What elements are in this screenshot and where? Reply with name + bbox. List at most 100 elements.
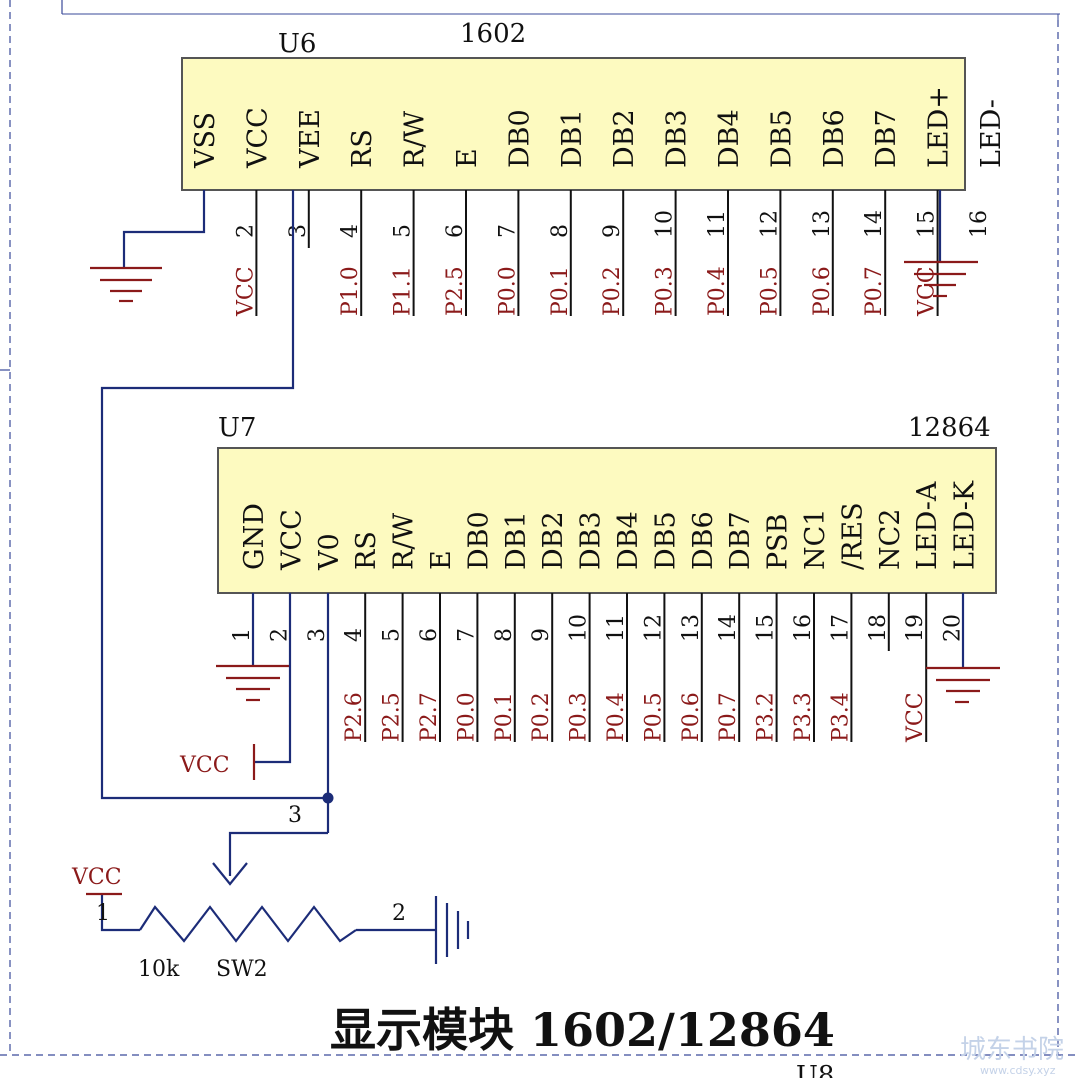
lcd1602-net-e: P2.5 — [443, 266, 468, 316]
svg-text:城东书院: 城东书院 — [960, 1035, 1064, 1065]
lcd12864-net-led-a: VCC — [903, 692, 928, 743]
lcd12864-pin-name-led-a: LED-A — [912, 481, 943, 570]
lcd1602-net-r-w: P1.1 — [391, 266, 416, 316]
lcd12864-pin-name-rs: RS — [351, 531, 382, 570]
lcd1602-pin-number-vcc: 2 — [233, 224, 258, 238]
lcd1602-net-db6: P0.6 — [810, 266, 835, 316]
pot-pin-1: 1 — [96, 901, 110, 926]
lcd1602-pin-name-e: E — [452, 148, 483, 168]
lcd1602-pin-number-led: 15 — [915, 210, 940, 238]
lcd12864-net-db1: P0.1 — [492, 692, 517, 742]
lcd1602-net-rs: P1.0 — [338, 266, 363, 316]
lcd12864-pin-name-vcc: VCC — [276, 509, 307, 571]
lcd12864-net-res: P3.4 — [828, 692, 853, 742]
lcd1602-led-ground — [904, 190, 978, 298]
lcd12864-pin-number-r-w: 5 — [380, 628, 405, 642]
lcd1602-pin-name-db4: DB4 — [714, 109, 745, 168]
lcd1602-pin-number-db5: 12 — [757, 210, 782, 238]
lcd12864-designator: U7 — [218, 413, 256, 443]
lcd1602-pin-number-led: 16 — [967, 210, 992, 238]
lcd12864-pin-number-db5: 12 — [641, 614, 666, 642]
svg-text:www.cdsy.xyz: www.cdsy.xyz — [980, 1064, 1056, 1077]
lcd1602-pin-number-db0: 7 — [495, 224, 520, 238]
vcc-label-u7: VCC — [179, 753, 230, 778]
lcd1602-pin-number-db4: 11 — [705, 210, 730, 238]
lcd12864-body — [217, 447, 997, 594]
diagram-caption: 显示模块 1602/12864 — [330, 1003, 835, 1057]
lcd1602-pin-number-r-w: 5 — [391, 224, 416, 238]
lcd12864-module: U7 12864 GND1VCC2V03RS4P2.6R/W5P2.5E6P2.… — [217, 413, 997, 743]
lcd12864-pin-name-db3: DB3 — [576, 511, 607, 570]
lcd12864-pin-number-vcc: 2 — [267, 628, 292, 642]
lcd12864-net-db4: P0.4 — [604, 692, 629, 742]
lcd1602-net-db4: P0.4 — [705, 266, 730, 316]
lcd12864-pin-number-led-a: 19 — [903, 614, 928, 642]
lcd1602-net-db1: P0.1 — [548, 266, 573, 316]
lcd12864-pin-name-e: E — [426, 550, 457, 570]
lcd12864-pin-name-db6: DB6 — [688, 511, 719, 570]
lcd1602-net-db3: P0.3 — [653, 266, 678, 316]
sheet-frame — [0, 0, 1080, 1056]
lcd12864-vcc-supply: VCC — [179, 593, 292, 780]
lcd12864-pin-name-db7: DB7 — [725, 511, 756, 570]
lcd12864-pin-name-db4: DB4 — [613, 511, 644, 570]
pot-pin-2: 2 — [392, 901, 406, 926]
lcd12864-pin-number-db6: 13 — [679, 614, 704, 642]
lcd12864-pin-name-gnd: GND — [239, 503, 270, 570]
lcd12864-net-e: P2.7 — [417, 692, 442, 742]
lcd1602-pin-name-led: LED- — [976, 99, 1007, 168]
lcd1602-net-db7: P0.7 — [862, 266, 887, 316]
lcd1602-net-db0: P0.0 — [495, 266, 520, 316]
lcd1602-pin-number-rs: 4 — [338, 224, 363, 238]
lcd1602-pin-name-db1: DB1 — [557, 109, 588, 168]
lcd12864-pin-name-db2: DB2 — [538, 511, 569, 570]
lcd12864-pin-number-db3: 10 — [567, 614, 592, 642]
lcd12864-net-r-w: P2.5 — [380, 692, 405, 742]
lcd1602-net-db2: P0.2 — [600, 266, 625, 316]
lcd12864-pin-number-v0: 3 — [305, 628, 330, 642]
lcd12864-pin-name-r-w: R/W — [389, 513, 420, 570]
lcd1602-pin-name-db5: DB5 — [766, 109, 797, 168]
potentiometer-sw2: VCC 1 2 10k SW2 — [71, 865, 470, 982]
lcd12864-pin-number-nc1: 16 — [791, 614, 816, 642]
lcd1602-pin-name-led: LED+ — [924, 86, 955, 168]
lcd1602-pin-name-vcc: VCC — [242, 107, 273, 169]
junction-dot — [322, 792, 334, 804]
lcd1602-designator: U6 — [278, 29, 316, 59]
lcd1602-pin-number-db7: 14 — [862, 210, 887, 238]
pot-designator: SW2 — [216, 957, 268, 982]
lcd12864-net-rs: P2.6 — [342, 692, 367, 742]
next-part-designator: U8 — [796, 1061, 834, 1078]
lcd1602-part-number: 1602 — [460, 19, 526, 49]
lcd12864-pin-name-nc1: NC1 — [800, 509, 831, 570]
lcd1602-pin-name-vss: VSS — [190, 112, 221, 169]
lcd12864-net-db0: P0.0 — [454, 692, 479, 742]
lcd12864-part-number: 12864 — [908, 413, 991, 443]
lcd12864-pin-number-e: 6 — [417, 628, 442, 642]
lcd1602-pin-name-db7: DB7 — [871, 109, 902, 168]
lcd12864-pin-name-db0: DB0 — [463, 511, 494, 570]
lcd1602-pin-number-db6: 13 — [810, 210, 835, 238]
lcd12864-pin-number-nc2: 18 — [866, 614, 891, 642]
lcd1602-pin-name-r-w: R/W — [400, 111, 431, 168]
lcd12864-pin-name-res: /RES — [837, 502, 868, 570]
lcd1602-pin-name-db6: DB6 — [819, 109, 850, 168]
lcd12864-net-db3: P0.3 — [567, 692, 592, 742]
lcd1602-pin-number-vee: 3 — [286, 224, 311, 238]
pot-value: 10k — [138, 957, 180, 982]
lcd1602-net-vcc: VCC — [233, 266, 258, 317]
lcd12864-pin-number-db2: 9 — [529, 628, 554, 642]
lcd1602-vss-ground — [90, 190, 206, 303]
lcd1602-pin-number-db3: 10 — [653, 210, 678, 238]
lcd1602-net-db5: P0.5 — [757, 266, 782, 316]
lcd12864-pin-name-v0: V0 — [314, 533, 345, 571]
contrast-net: 3 — [100, 190, 334, 886]
lcd12864-pin-number-psb: 15 — [754, 614, 779, 642]
lcd12864-pin-name-db5: DB5 — [650, 511, 681, 570]
lcd12864-pin-number-db1: 8 — [492, 628, 517, 642]
lcd1602-pin-number-e: 6 — [443, 224, 468, 238]
lcd1602-pin-number-db2: 9 — [600, 224, 625, 238]
